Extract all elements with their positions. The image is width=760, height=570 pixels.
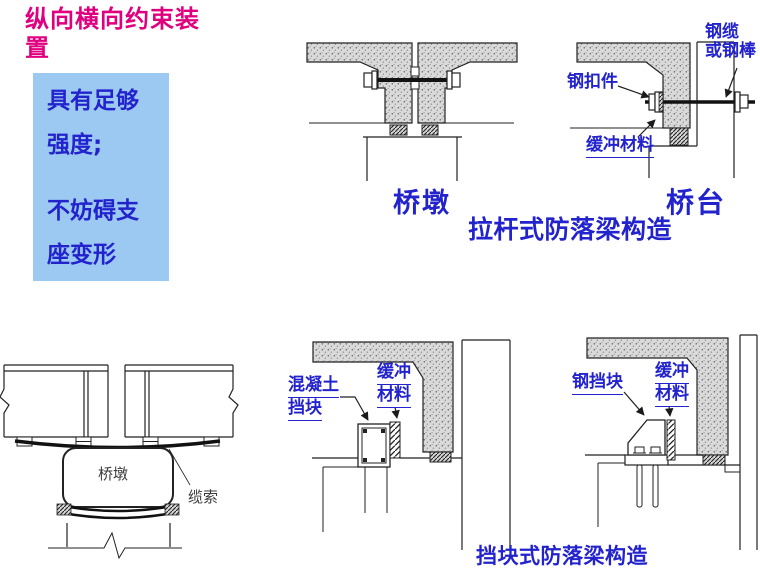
girder bbox=[586, 337, 729, 456]
steel-block-diagram bbox=[585, 334, 758, 550]
left-girder bbox=[306, 42, 413, 124]
seat-step bbox=[724, 465, 740, 473]
abutment-wall bbox=[739, 334, 758, 550]
cable-label: 缆索 bbox=[188, 488, 219, 506]
note-line-4: 座变形 bbox=[47, 242, 116, 268]
tie-rod-caption: 拉杆式防落梁构造 bbox=[468, 215, 673, 244]
cap-edge bbox=[597, 462, 625, 527]
concrete-stopper-inner bbox=[361, 427, 387, 464]
bearing bbox=[429, 451, 452, 463]
rod-nut bbox=[451, 72, 461, 88]
pier-cap bbox=[62, 447, 174, 508]
rod-nut bbox=[363, 72, 373, 88]
rebar-marks bbox=[363, 429, 385, 462]
concrete-block-diagram bbox=[312, 339, 511, 550]
cushion-arrow bbox=[665, 405, 674, 417]
left-box-girder bbox=[4, 364, 109, 438]
right-girder bbox=[417, 42, 518, 124]
concrete-block-label: 混凝土 挡块 bbox=[288, 375, 339, 421]
back-wall bbox=[696, 41, 735, 178]
block-caption: 挡块式防落梁构造 bbox=[476, 544, 648, 568]
cushion-arrow bbox=[637, 119, 656, 138]
cable-restrainer-diagram bbox=[0, 364, 239, 560]
cable-pier-label: 桥墩 bbox=[98, 465, 129, 483]
concrete-stopper-outer bbox=[357, 423, 391, 468]
pier-tie-rod-diagram bbox=[306, 42, 518, 181]
break-mark bbox=[228, 365, 239, 437]
steel-block-label: 钢挡块 bbox=[572, 372, 623, 395]
pier bbox=[366, 137, 458, 181]
steel-block-arrow bbox=[623, 391, 645, 416]
cushion-pad bbox=[658, 92, 664, 112]
note-line-blank bbox=[33, 167, 169, 189]
bearing bbox=[702, 454, 726, 466]
steel-cable-or-rod-label: 钢缆 或钢棒 bbox=[705, 22, 756, 61]
cable-leader-line bbox=[168, 448, 191, 486]
cap-edge bbox=[322, 466, 358, 532]
steel-fastener-label: 钢扣件 bbox=[567, 72, 618, 92]
bearing bbox=[389, 124, 408, 136]
girder bbox=[312, 341, 454, 453]
cap-bottom-band bbox=[57, 510, 179, 520]
rod-plate bbox=[446, 70, 453, 90]
right-box-girder bbox=[124, 364, 233, 438]
requirements-note-box: 具有足够 强度; 不妨碍支 座变形 bbox=[33, 73, 169, 281]
page-title: 纵向横向约束装置 bbox=[25, 5, 200, 62]
restrainer-cable bbox=[14, 439, 221, 450]
pier-column bbox=[66, 523, 171, 547]
concrete-block-arrow bbox=[340, 396, 369, 421]
base-plate bbox=[624, 454, 669, 466]
cushion-strip bbox=[389, 421, 401, 459]
bearing-pad bbox=[164, 503, 180, 516]
fastener-arrow bbox=[617, 85, 650, 99]
cap-bottom-band bbox=[62, 504, 174, 513]
bearing bbox=[421, 124, 439, 136]
pier-wall bbox=[461, 339, 511, 550]
abutment-label: 桥台 bbox=[666, 186, 727, 219]
cushion-arrow bbox=[391, 406, 400, 419]
fastener-nut bbox=[648, 93, 656, 111]
anchor-bolts bbox=[633, 446, 662, 508]
abutment-tie-rod-diagram bbox=[570, 41, 755, 178]
cushion-label-steel: 缓冲 材料 bbox=[655, 361, 689, 407]
cushion-strip bbox=[666, 419, 676, 461]
anchor-nut bbox=[739, 94, 749, 109]
break-mark bbox=[0, 365, 10, 437]
cushion-label-concrete: 缓冲 材料 bbox=[377, 362, 411, 408]
note-line-1: 具有足够 bbox=[47, 88, 139, 114]
cable-rod-arrow bbox=[724, 67, 738, 98]
pier-label: 桥墩 bbox=[393, 188, 451, 219]
note-line-3: 不妨碍支 bbox=[47, 198, 139, 224]
ground-break-line bbox=[48, 531, 182, 560]
steel-stopper bbox=[627, 419, 666, 456]
cushion-label-abutment: 缓冲材料 bbox=[586, 135, 654, 158]
bearing bbox=[669, 127, 689, 146]
joint-filler bbox=[410, 66, 420, 77]
rod-plate bbox=[371, 70, 378, 90]
bearing-pad bbox=[56, 503, 72, 516]
hidden-edges bbox=[364, 467, 388, 513]
anchor-plate bbox=[734, 91, 741, 113]
note-line-2: 强度; bbox=[47, 132, 103, 158]
